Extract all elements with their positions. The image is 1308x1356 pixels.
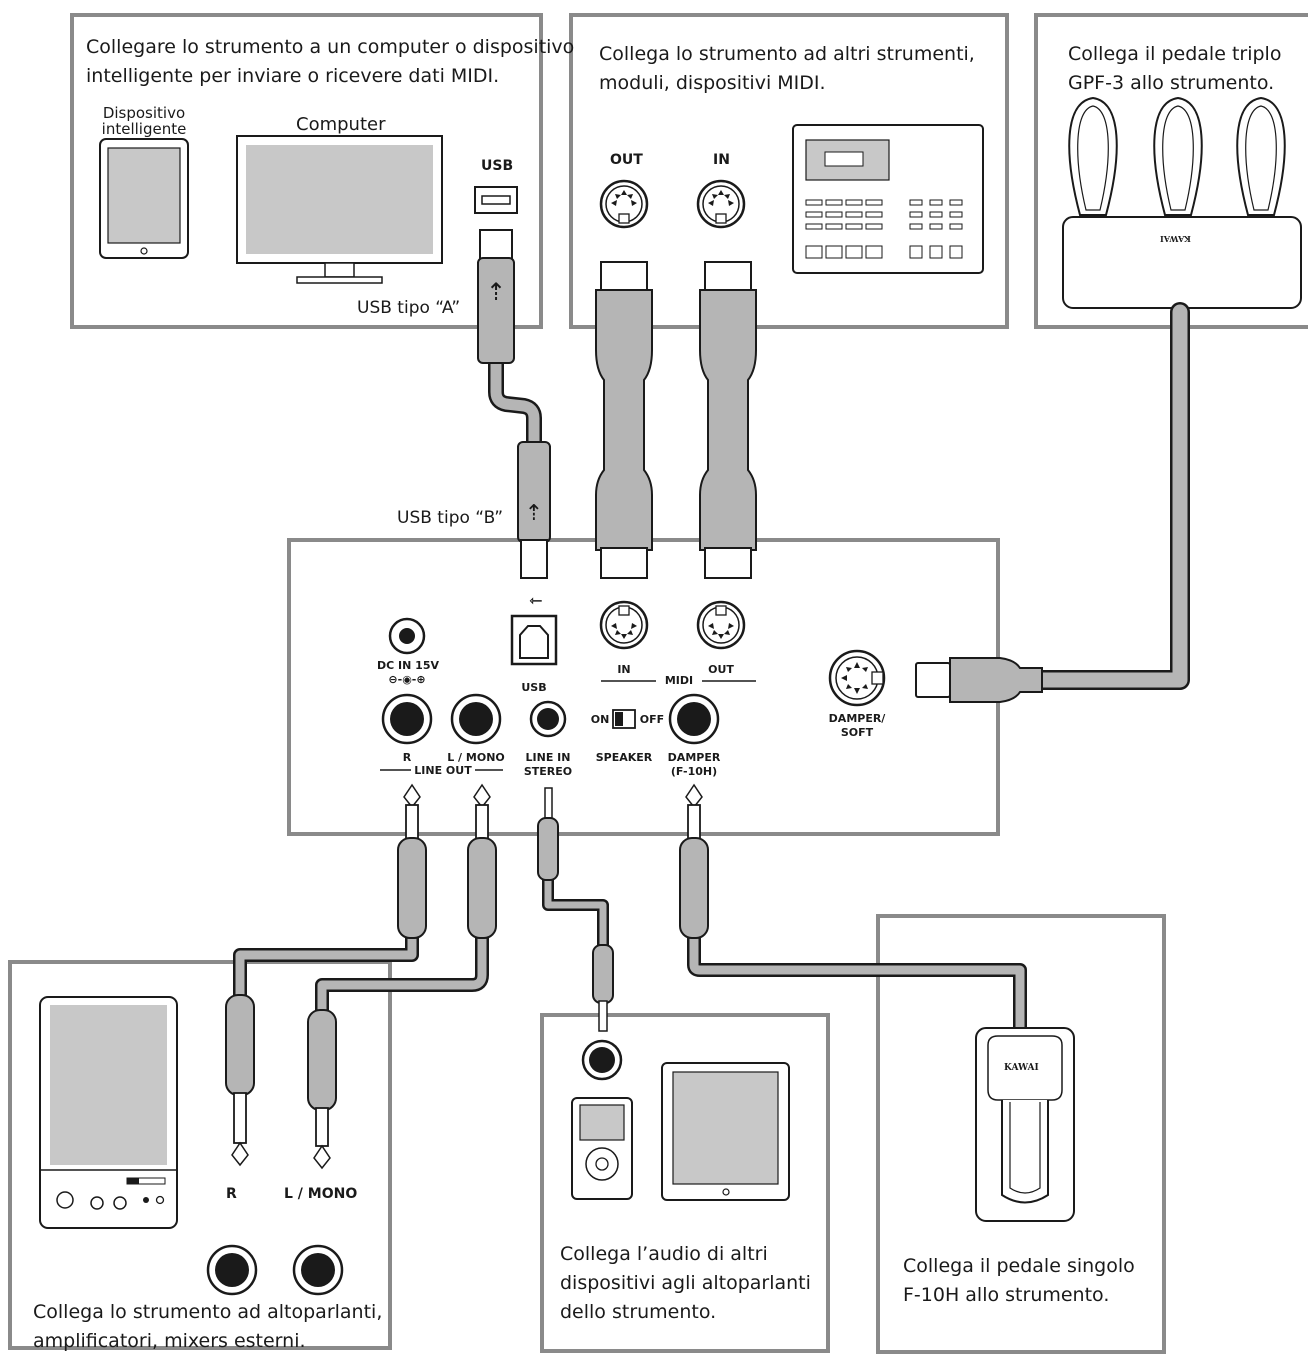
midi-in-label: IN (713, 152, 730, 168)
usb-b-plug: ⇡ (517, 441, 551, 579)
usb-port-label: USB (521, 681, 547, 694)
plug-line-in (537, 787, 559, 881)
usb-symbol-icon: ⇽ (529, 591, 543, 610)
triple-pedal-icon (1062, 96, 1302, 309)
audio-desc: Collega l’audio di altri dispositivi agl… (560, 1240, 811, 1327)
speaker-off-label: OFF (639, 713, 665, 726)
label-line: (F-10H) (670, 765, 718, 778)
desc-line: GPF-3 allo strumento. (1068, 72, 1275, 94)
dc-in-port (388, 617, 426, 655)
midi-in-port-label: IN (617, 663, 631, 676)
midi-label: MIDI (656, 674, 702, 688)
desc-line: Collegare lo strumento a un computer o d… (86, 36, 575, 58)
label-line: SOFT (840, 726, 874, 739)
midi-out-port-label: OUT (708, 663, 734, 676)
line-out-label: LINE OUT (411, 764, 475, 778)
desc-line: Collega lo strumento ad altoparlanti, (33, 1301, 383, 1323)
midi-cable-1 (595, 261, 653, 579)
usb-a-label: USB tipo “A” (357, 298, 461, 318)
damper-label: DAMPER (F-10H) (664, 751, 724, 779)
usb-b-label: USB tipo “B” (397, 508, 504, 528)
desc-line: Collega lo strumento ad altri strumenti, (599, 43, 975, 65)
line-out-l-cable (315, 928, 489, 1022)
plug-to-speaker-l (307, 1009, 337, 1170)
desc-line: Collega l’audio di altri (560, 1243, 768, 1265)
desc-line: dello strumento. (560, 1301, 717, 1323)
usb-b-port (510, 614, 558, 666)
midi-out-label: OUT (610, 152, 643, 168)
speaker-r-label: R (226, 1186, 237, 1202)
damper-soft-label: DAMPER/ SOFT (827, 712, 887, 740)
label-line: DAMPER/ (828, 712, 886, 725)
audio-jack-port (581, 1039, 623, 1081)
pedal3-plug (915, 657, 1043, 703)
line-in-cable (542, 874, 609, 956)
desc-line: amplificatori, mixers esterni. (33, 1330, 306, 1352)
speakers-desc: Collega lo strumento ad altoparlanti, am… (33, 1298, 382, 1356)
computer-label: Computer (296, 114, 386, 135)
plug-to-audio (592, 944, 614, 1032)
desc-line: F-10H allo strumento. (903, 1284, 1110, 1306)
triple-pedal-brand: KAWAI (1160, 234, 1191, 244)
computer-panel-desc: Collegare lo strumento a un computer o d… (86, 33, 574, 91)
single-pedal-brand: KAWAI (1004, 1063, 1039, 1073)
media-player-icon (571, 1097, 633, 1200)
smart-device-label: Dispositivo intelligente (96, 105, 192, 137)
damper-soft-port (828, 649, 886, 707)
label-line: STEREO (523, 765, 573, 778)
tablet-icon (661, 1062, 790, 1201)
plug-to-speaker-r (225, 994, 255, 1167)
pedal3-cable (1030, 302, 1190, 690)
speaker-switch (612, 709, 636, 729)
plug-damper (679, 783, 709, 939)
midi-sequencer-icon (792, 124, 984, 274)
single-pedal-icon (975, 1027, 1075, 1222)
plug-r-out (397, 783, 427, 939)
svg-text:⇡: ⇡ (525, 501, 543, 526)
midi-cable-2 (699, 261, 757, 579)
dc-in-label: DC IN 15V (377, 659, 439, 672)
desc-line: dispositivi agli altoparlanti (560, 1272, 811, 1294)
svg-text:⇡: ⇡ (486, 278, 506, 306)
line-in-label: LINE IN STEREO (520, 751, 576, 779)
desc-line: Collega il pedale singolo (903, 1255, 1135, 1277)
label-line: intelligente (101, 120, 187, 138)
line-out-r-label: R (402, 751, 412, 764)
usb-a-port-icon (474, 186, 518, 214)
triple-pedal-desc: Collega il pedale triplo GPF-3 allo stru… (1068, 40, 1281, 98)
desc-line: intelligente per inviare o ricevere dati… (86, 65, 500, 87)
midi-panel-desc: Collega lo strumento ad altri strumenti,… (599, 40, 975, 98)
speaker-l-label: L / MONO (284, 1186, 358, 1202)
single-pedal-desc: Collega il pedale singolo F-10H allo str… (903, 1252, 1135, 1310)
label-line: LINE IN (525, 751, 571, 764)
speaker-unit-icon (39, 996, 178, 1229)
smart-device-icon (99, 138, 189, 259)
label-line: Dispositivo (102, 104, 186, 122)
line-out-l-label: L / MONO (447, 751, 505, 764)
dc-in-polarity: ⊖-◉-⊕ (388, 673, 426, 686)
desc-line: Collega il pedale triplo (1068, 43, 1282, 65)
usb-label: USB (481, 158, 514, 174)
plug-l-out (467, 783, 497, 939)
speaker-on-label: ON (590, 713, 610, 726)
label-line: DAMPER (667, 751, 721, 764)
damper-cable (687, 928, 1027, 1037)
speaker-label: SPEAKER (595, 751, 653, 764)
desc-line: moduli, dispositivi MIDI. (599, 72, 826, 94)
computer-monitor-icon (236, 135, 443, 284)
usb-a-plug: ⇡ (477, 229, 515, 364)
line-in-port (529, 700, 567, 738)
